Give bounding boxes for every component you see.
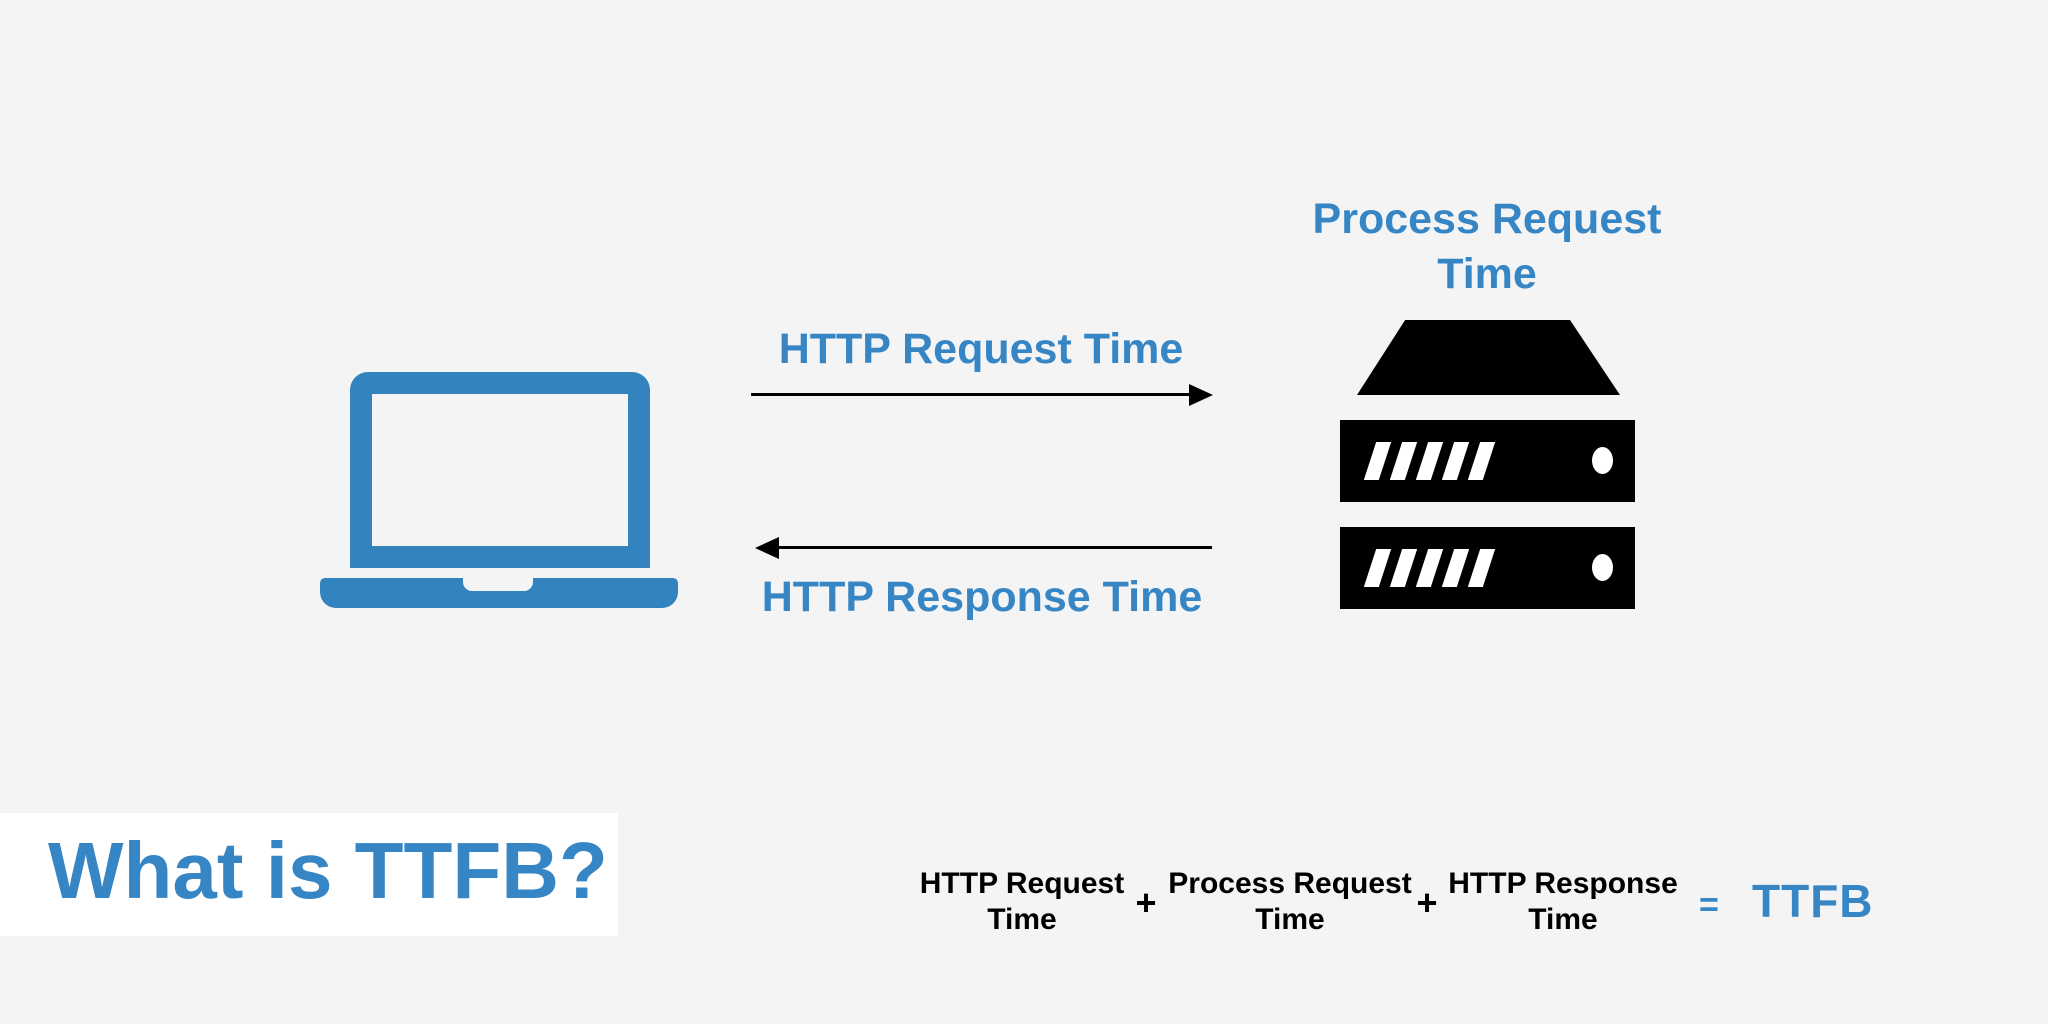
- vent-slash: [1389, 549, 1418, 587]
- response-arrow-label: HTTP Response Time: [761, 573, 1203, 621]
- plus-sign: +: [1416, 882, 1438, 923]
- response-arrow-head: [755, 537, 779, 559]
- server-top-trapezoid: [1357, 320, 1620, 395]
- headline-box: What is TTFB?: [0, 813, 618, 936]
- vent-slash: [1467, 442, 1496, 480]
- server-led: [1592, 554, 1613, 581]
- request-arrow-label: HTTP Request Time: [778, 325, 1184, 373]
- laptop-notch: [463, 578, 533, 591]
- request-arrow-line: [751, 393, 1191, 396]
- vent-slash: [1415, 442, 1444, 480]
- formula-term-http-request: HTTP Request Time: [919, 867, 1125, 936]
- formula-term-http-response: HTTP Response Time: [1448, 867, 1678, 936]
- server-label: Process Request Time: [1312, 195, 1662, 298]
- laptop-icon: [320, 372, 678, 608]
- equals-sign: =: [1699, 886, 1719, 924]
- server-led: [1592, 447, 1613, 474]
- vent-slash: [1441, 442, 1470, 480]
- vent-slash: [1415, 549, 1444, 587]
- vent-slash: [1467, 549, 1496, 587]
- server-rack-unit: [1340, 527, 1635, 609]
- vent-slash: [1441, 549, 1470, 587]
- response-arrow-line: [776, 546, 1212, 549]
- vent-slash: [1363, 442, 1392, 480]
- vent-slash: [1363, 549, 1392, 587]
- page-title: What is TTFB?: [48, 825, 608, 915]
- server-rack-unit: [1340, 420, 1635, 502]
- server-icon: [1340, 320, 1635, 610]
- formula-term-process-request: Process Request Time: [1168, 867, 1412, 936]
- vent-slash: [1389, 442, 1418, 480]
- laptop-screen: [350, 372, 650, 568]
- request-arrow-head: [1189, 384, 1213, 406]
- plus-sign: +: [1135, 882, 1157, 923]
- formula-result: TTFB: [1752, 875, 1874, 927]
